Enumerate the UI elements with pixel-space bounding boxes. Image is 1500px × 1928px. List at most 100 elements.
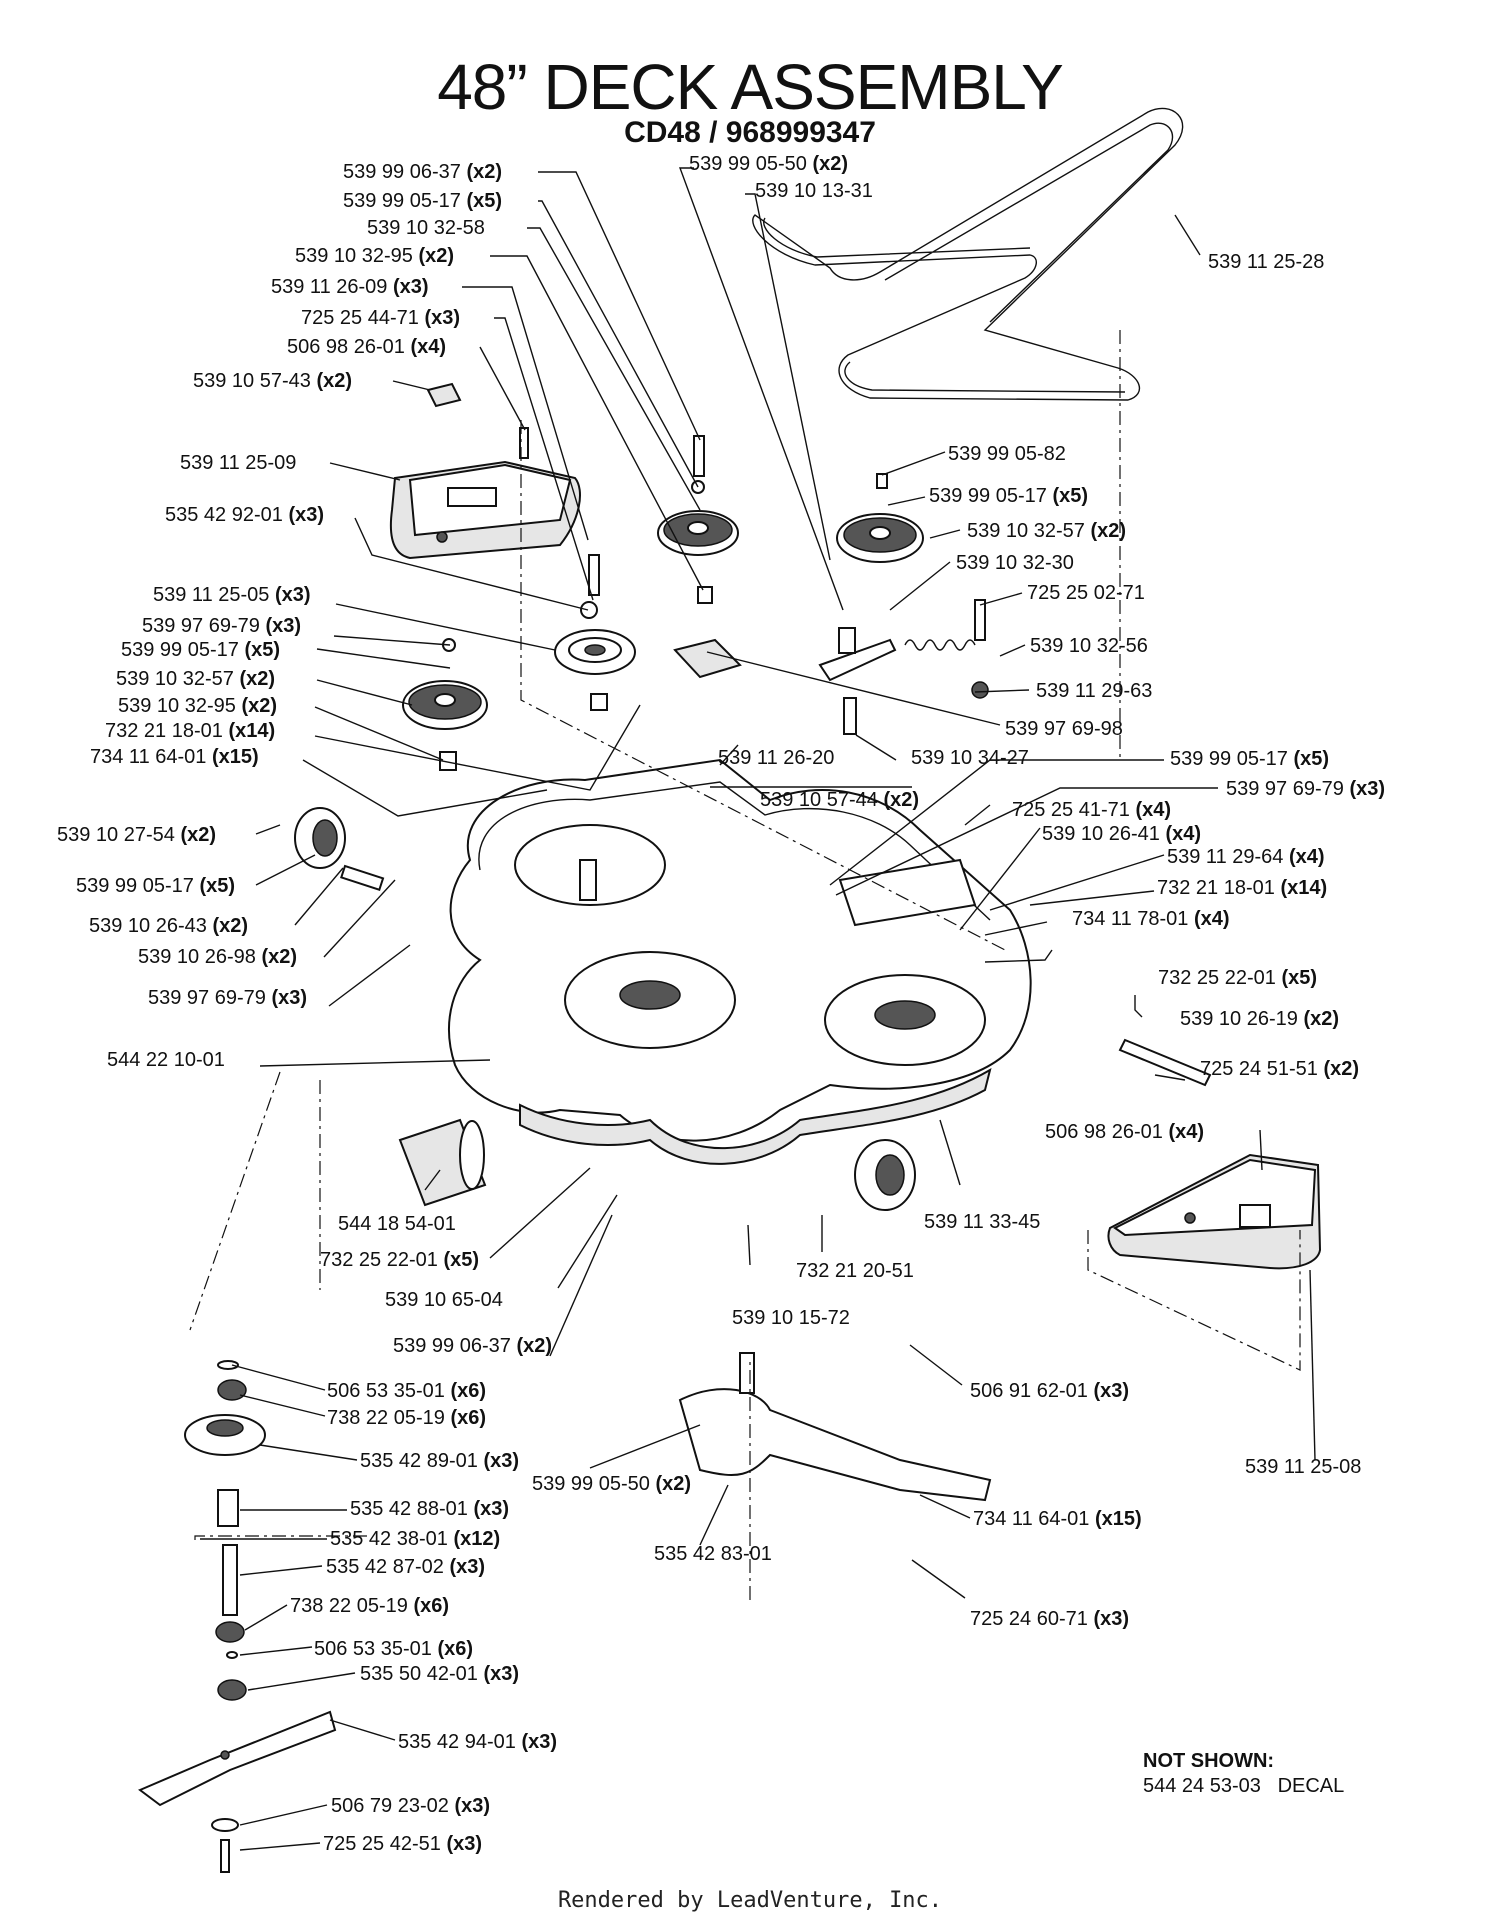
quantity: (x3): [269, 584, 310, 606]
lift-rod: [1118, 1038, 1212, 1087]
part-number: 539 10 57-44: [760, 789, 878, 811]
part-number: 506 79 23-02: [331, 1795, 449, 1817]
callout: 539 10 32-57 (x2): [116, 668, 275, 690]
quantity: (x3): [1344, 778, 1385, 800]
part-number: 732 21 18-01: [1157, 877, 1275, 899]
quantity: (x4): [1283, 846, 1324, 868]
part-number: 539 99 06-37: [343, 161, 461, 183]
quantity: (x6): [445, 1380, 486, 1402]
callout: 539 99 05-17 (x5): [1170, 748, 1329, 770]
part-number: 539 10 57-43: [193, 370, 311, 392]
callout: 725 25 41-71 (x4): [1012, 799, 1171, 821]
callout-labels: 539 99 06-37 (x2) 539 99 05-17 (x5) 539 …: [57, 153, 1385, 1855]
callout: 738 22 05-19 (x6): [327, 1407, 486, 1429]
quantity: (x3): [478, 1663, 519, 1685]
quantity: (x6): [408, 1595, 449, 1617]
quantity: (x5): [1288, 748, 1329, 770]
quantity: (x4): [1160, 823, 1201, 845]
gauge-wheel-right: [854, 1139, 916, 1211]
callout: 738 22 05-19 (x6): [290, 1595, 449, 1617]
callout: 539 10 26-19 (x2): [1180, 1008, 1339, 1030]
part-number: 539 11 26-09: [271, 276, 387, 298]
part-number: 539 10 34-27: [911, 747, 1029, 769]
part-number: 732 25 22-01: [320, 1249, 438, 1271]
part-number: 539 99 05-17: [76, 875, 194, 897]
quantity: (x3): [266, 987, 307, 1009]
callout: 539 11 26-20: [718, 747, 834, 769]
quantity: (x5): [194, 875, 235, 897]
quantity: (x2): [511, 1335, 552, 1357]
part-number: 539 97 69-79: [142, 615, 260, 637]
callout: 535 42 94-01 (x3): [398, 1731, 557, 1753]
quantity: (x4): [1188, 908, 1229, 930]
quantity: (x3): [478, 1450, 519, 1472]
callout: 539 10 13-31: [755, 180, 873, 202]
callout: 539 10 57-44 (x2): [760, 789, 919, 811]
quantity: (x2): [234, 668, 275, 690]
callout: 732 21 20-51: [796, 1260, 914, 1282]
quantity: (x5): [1047, 485, 1088, 507]
callout: 539 99 06-37 (x2): [343, 161, 502, 183]
callout: 539 99 06-37 (x2): [393, 1335, 552, 1357]
callout: 539 99 05-50 (x2): [532, 1473, 691, 1495]
callout: 535 42 89-01 (x3): [360, 1450, 519, 1472]
part-number: 539 10 32-57: [116, 668, 234, 690]
callout-leaders: [200, 167, 1316, 1851]
footer-credit: Rendered by LeadVenture, Inc.: [557, 1888, 943, 1913]
quantity: (x5): [1276, 967, 1317, 989]
part-number: 734 11 64-01: [973, 1508, 1089, 1530]
callout: 539 11 25-08: [1245, 1456, 1361, 1478]
quantity: (x2): [256, 946, 297, 968]
callout: 539 11 33-45: [924, 1211, 1040, 1233]
quantity: (x4): [1130, 799, 1171, 821]
part-number: 738 22 05-19: [290, 1595, 408, 1617]
part-number: 539 99 05-17: [929, 485, 1047, 507]
callout: 539 97 69-98: [1005, 718, 1123, 740]
callout: 539 10 26-98 (x2): [138, 946, 297, 968]
part-number: 539 10 26-19: [1180, 1008, 1298, 1030]
callout: 732 21 18-01 (x14): [1157, 877, 1327, 899]
callout: 535 42 83-01: [654, 1543, 772, 1565]
callout: 539 97 69-79 (x3): [1226, 778, 1385, 800]
callout: 506 91 62-01 (x3): [970, 1380, 1129, 1402]
part-number: 535 42 83-01: [654, 1543, 772, 1565]
callout: 539 10 34-27: [911, 747, 1029, 769]
anti-scalp-roller: [398, 1118, 487, 1207]
part-number: 539 99 05-50: [532, 1473, 650, 1495]
part-number: 539 11 29-63: [1036, 680, 1152, 702]
callout: 535 50 42-01 (x3): [360, 1663, 519, 1685]
not-shown-item: 544 24 53-03 DECAL: [1143, 1775, 1344, 1798]
quantity: (x2): [878, 789, 919, 811]
quantity: (x3): [468, 1498, 509, 1520]
quantity: (x3): [449, 1795, 490, 1817]
part-number: 539 10 26-98: [138, 946, 256, 968]
part-number: 539 11 29-64: [1167, 846, 1283, 868]
part-number: 506 91 62-01: [970, 1380, 1088, 1402]
callout: 725 25 44-71 (x3): [301, 307, 460, 329]
callout: 506 98 26-01 (x4): [1045, 1121, 1204, 1143]
part-number: 506 53 35-01: [314, 1638, 432, 1660]
part-number: 539 99 05-17: [121, 639, 239, 661]
callout: 539 11 25-09: [180, 452, 296, 474]
quantity: (x2): [461, 161, 502, 183]
callout: 544 18 54-01: [338, 1213, 456, 1235]
part-number: 539 10 32-58: [367, 217, 485, 239]
part-number: 506 53 35-01: [327, 1380, 445, 1402]
quantity: (x5): [239, 639, 280, 661]
quantity: (x5): [438, 1249, 479, 1271]
callout: 506 98 26-01 (x4): [287, 336, 446, 358]
callout: 539 10 32-57 (x2): [967, 520, 1126, 542]
callout: 539 10 32-95 (x2): [118, 695, 277, 717]
callout: 734 11 64-01 (x15): [973, 1508, 1142, 1530]
part-number: 734 11 64-01: [90, 746, 206, 768]
quantity: (x3): [1088, 1608, 1129, 1630]
mulch-baffle: [678, 1352, 992, 1502]
quantity: (x6): [432, 1638, 473, 1660]
callout: 539 10 32-56: [1030, 635, 1148, 657]
part-number: 539 10 13-31: [755, 180, 873, 202]
quantity: (x2): [1318, 1058, 1359, 1080]
callout: 506 53 35-01 (x6): [314, 1638, 473, 1660]
part-number: 539 11 26-20: [718, 747, 834, 769]
part-number: 725 25 44-71: [301, 307, 419, 329]
callout: 539 10 65-04: [385, 1289, 503, 1311]
